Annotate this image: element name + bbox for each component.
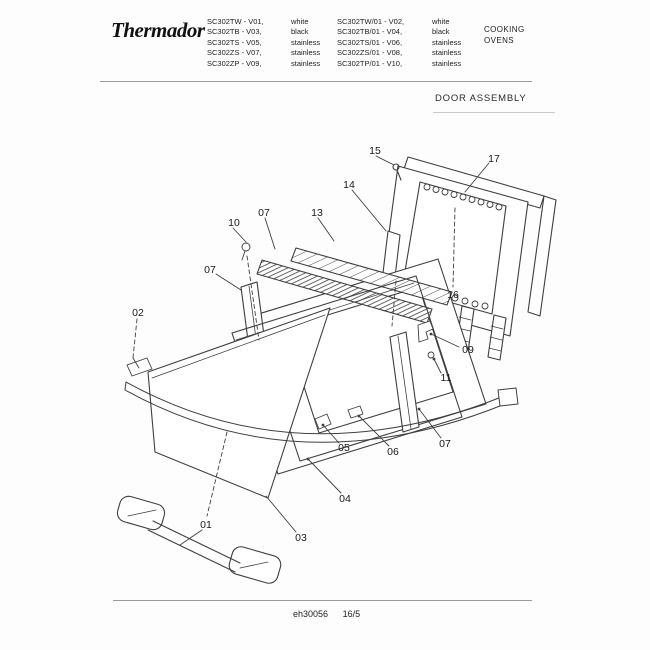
model-entry: SC302ZS - V07,	[207, 48, 262, 58]
clip-02	[126, 357, 153, 377]
header-divider	[100, 81, 532, 82]
screw-10	[241, 242, 251, 252]
section-underline	[433, 112, 555, 113]
category-line: COOKING	[484, 25, 525, 34]
model-entry: SC302TS/01 - V06,	[337, 37, 403, 47]
finish-entry: black	[291, 27, 309, 37]
callout-label-15: 15	[369, 145, 381, 157]
screw-11	[427, 351, 435, 359]
callout-labels: 01 02 03 04 05 06 07 07 07 09 10 11 13 1…	[132, 145, 500, 544]
callout-label-13: 13	[311, 207, 323, 219]
model-entry: SC302TW - V01,	[207, 17, 264, 26]
finish-entry: black	[432, 27, 450, 37]
page-number: 16/5	[342, 609, 361, 619]
model-list-secondary: SC302TW/01 - V02, SC302TB/01 - V04, SC30…	[337, 17, 404, 69]
finish-entry: stainless	[291, 37, 321, 47]
finish-entry: stainless	[291, 58, 321, 68]
screw-15	[392, 163, 400, 171]
trim-end-bracket	[497, 387, 519, 407]
leader-dots	[306, 332, 436, 461]
finish-entry: stainless	[432, 58, 462, 68]
callout-label-07-top: 07	[258, 207, 270, 219]
frame-roller-row-top	[423, 183, 503, 211]
callout-label-07-right: 07	[439, 438, 451, 450]
footer-divider	[113, 600, 532, 601]
section-title: DOOR ASSEMBLY	[435, 93, 527, 104]
model-entry: SC302ZS/01 - V08,	[337, 48, 403, 58]
finish-entry: white	[432, 17, 450, 26]
finish-entry: stainless	[291, 48, 321, 58]
callout-label-04: 04	[339, 493, 351, 505]
alignment-dashes	[132, 207, 456, 517]
document-id: eh30056	[293, 609, 329, 619]
callout-leaders	[132, 155, 490, 546]
callout-label-14: 14	[343, 179, 355, 191]
callout-label-09: 09	[462, 344, 474, 356]
model-entry: SC302ZP - V09,	[207, 58, 262, 68]
small-fasteners	[126, 242, 435, 430]
callout-label-10: 10	[228, 217, 240, 229]
callout-label-16: 16	[447, 289, 459, 301]
frame-top-rail	[403, 156, 545, 209]
callout-label-05: 05	[338, 442, 350, 454]
finish-list-secondary: white black stainless stainless stainles…	[432, 17, 461, 69]
callout-label-06: 06	[387, 446, 399, 458]
brand-logo: Thermador	[111, 18, 205, 42]
finish-list-primary: white black stainless stainless stainles…	[291, 17, 320, 69]
finish-entry: stainless	[432, 48, 462, 58]
model-entry: SC302TB - V03,	[207, 27, 262, 37]
callout-label-07-left: 07	[204, 264, 216, 276]
model-entry: SC302TP/01 - V10,	[337, 58, 403, 68]
top-seal-bars	[256, 247, 453, 324]
model-list-primary: SC302TW - V01, SC302TB - V03, SC302TS - …	[207, 17, 264, 69]
model-entry: SC302TS - V05,	[207, 37, 262, 47]
finish-entry: stainless	[432, 37, 462, 47]
callout-label-03: 03	[295, 532, 307, 544]
callout-label-17: 17	[488, 153, 500, 165]
bracket-09	[417, 320, 434, 343]
footer: eh30056 16/5	[293, 609, 372, 619]
model-entry: SC302TB/01 - V04,	[337, 27, 403, 37]
callout-label-02: 02	[132, 307, 144, 319]
category-line: OVENS	[484, 36, 515, 45]
finish-entry: white	[291, 17, 309, 26]
callout-label-11: 11	[441, 372, 452, 384]
callout-label-01: 01	[200, 519, 212, 531]
clip-05	[314, 413, 332, 430]
door-handle	[116, 495, 282, 584]
frame-side-rail	[527, 195, 557, 317]
handle-trim-arc	[124, 381, 519, 443]
model-entry: SC302TW/01 - V02,	[337, 17, 405, 26]
category-label: COOKING OVENS	[484, 24, 525, 46]
seal-bar-rear	[290, 247, 453, 306]
